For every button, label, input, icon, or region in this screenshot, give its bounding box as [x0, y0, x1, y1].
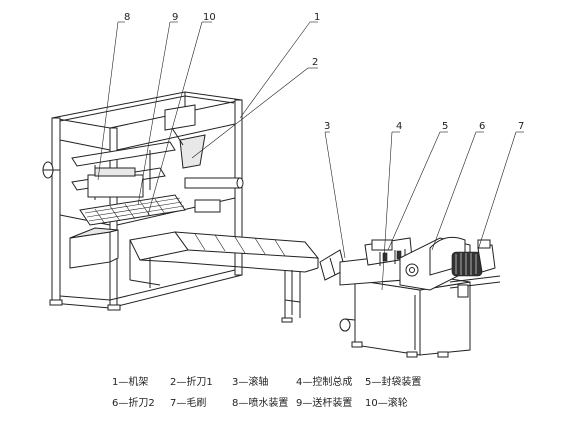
legend-item: 10—滚轮	[365, 396, 408, 409]
legend-item: 8—喷水装置	[232, 396, 288, 409]
callout-7: 7	[518, 121, 524, 132]
top-hopper	[164, 104, 206, 169]
legend: 1—机架 2—折刀1 3—滚轴 4—控制总成 5—封袋装置 6—折刀2 7—毛刷…	[112, 375, 421, 409]
legend-item: 7—毛刷	[170, 397, 206, 409]
brush	[449, 239, 501, 298]
legend-item: 3—滚轴	[232, 375, 268, 388]
callout-9: 9	[172, 12, 178, 23]
legend-item: 4—控制总成	[296, 375, 352, 388]
callout-10: 10	[203, 12, 216, 23]
legend-item: 2—折刀1	[170, 375, 213, 388]
folding-knife-2	[399, 236, 471, 291]
legend-item: 1—机架	[112, 375, 148, 388]
legend-item: 6—折刀2	[112, 396, 155, 409]
callout-5: 5	[442, 121, 448, 132]
callout-6: 6	[479, 121, 485, 132]
lower-box	[69, 227, 119, 269]
callout-2: 2	[312, 57, 318, 68]
frame-rollers	[184, 177, 244, 213]
conveyor	[129, 231, 320, 323]
callout-4: 4	[396, 121, 402, 132]
roller-wheel	[42, 161, 60, 179]
legend-item: 5—封袋装置	[365, 375, 421, 388]
rod-feed-grid	[79, 194, 186, 226]
legend-item: 9—送杆装置	[296, 396, 352, 409]
callout-8: 8	[124, 12, 130, 23]
spray-device-box	[87, 174, 144, 198]
callout-3: 3	[324, 121, 330, 132]
leader-lines	[97, 21, 524, 291]
callout-1: 1	[314, 12, 320, 23]
